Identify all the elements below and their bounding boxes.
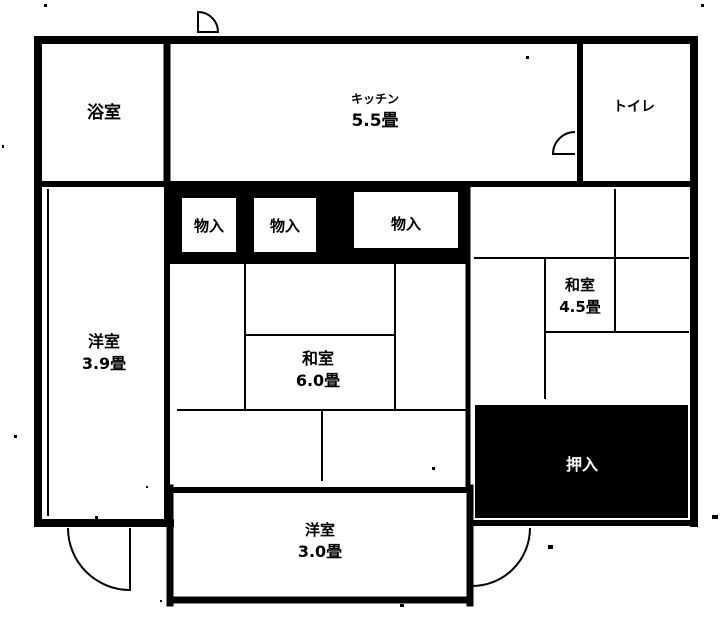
door-swing-bottom-left [67,527,131,592]
room-labels: 浴室 キッチン 5.5畳 トイレ 洋室 3.9畳 和室 6.0畳 和室 4.5畳… [82,92,655,561]
western-left-size: 3.9畳 [82,354,126,373]
door-swing-kitchen [551,131,576,155]
doors [67,10,576,592]
japanese-main-name: 和室 [302,349,334,368]
kitchen-size: 5.5畳 [351,111,398,131]
door-swing-bottom-right [471,527,531,587]
western-bottom-size: 3.0畳 [298,542,342,561]
japanese-right-name: 和室 [565,276,595,294]
western-bottom-name: 洋室 [305,521,335,539]
japanese-right-size: 4.5畳 [559,298,601,316]
storage-label-2: 物入 [270,217,300,235]
dark-room-label: 押入 [566,455,598,474]
japanese-main-size: 6.0畳 [296,371,340,390]
scan-specks [2,4,718,607]
door-swing-top [197,10,220,33]
storage-label-1: 物入 [194,217,224,235]
bath-name: 浴室 [87,102,121,123]
dark-room: 押入 [475,405,688,518]
storage-band: 物入 物入 物入 [170,186,468,262]
storage-label-3: 物入 [391,215,421,233]
kitchen-name: キッチン [351,92,399,106]
toilet-name: トイレ [613,99,655,115]
western-left-name: 洋室 [88,332,120,351]
